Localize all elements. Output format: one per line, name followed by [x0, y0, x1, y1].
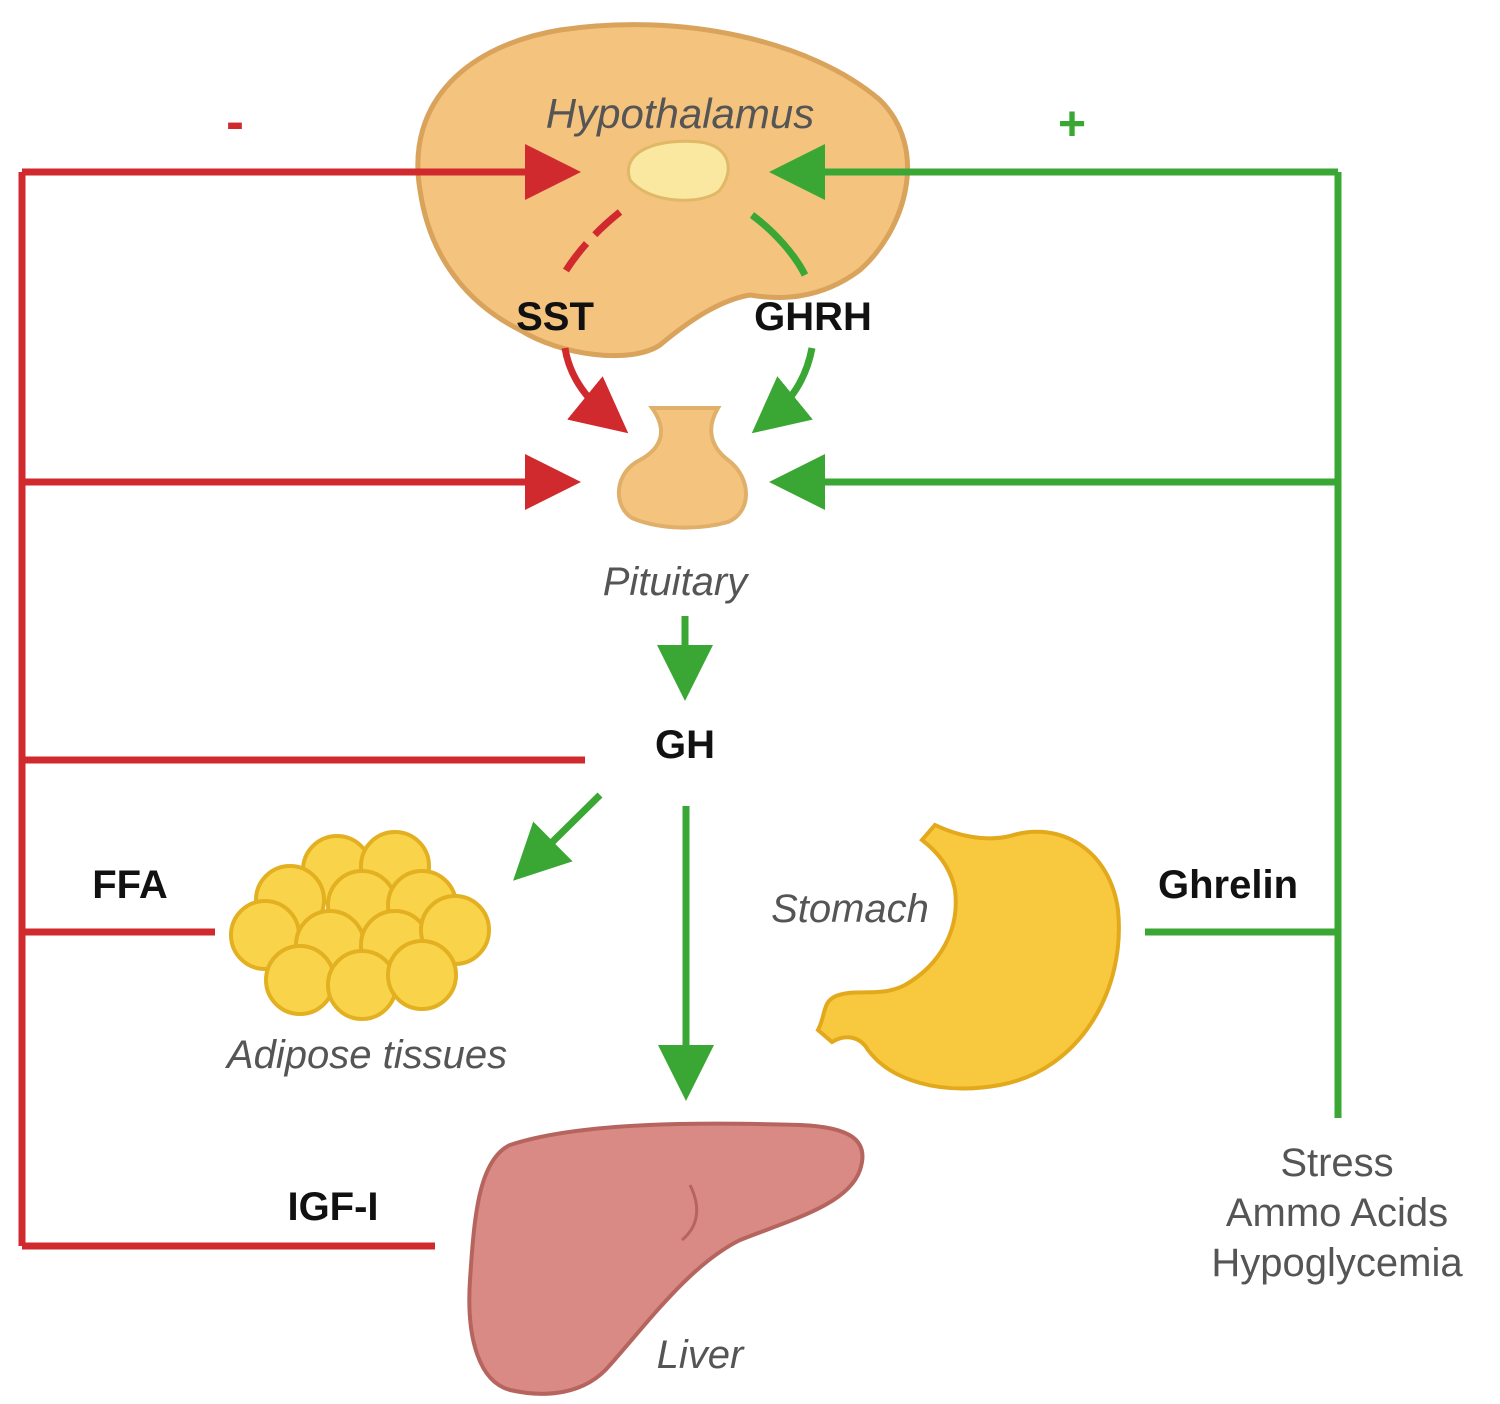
hypothalamus-nucleus-icon [626, 139, 730, 202]
inhibitory-pathways [18, 144, 629, 1250]
ffa-label: FFA [92, 863, 168, 907]
negative-sign: - [226, 92, 244, 152]
stimulus-amino-acids: Ammo Acids [1226, 1191, 1448, 1235]
pituitary-icon [616, 406, 748, 530]
sst-label: SST [516, 295, 594, 339]
pituitary-label: Pituitary [603, 560, 750, 604]
stomach-icon [815, 822, 1121, 1091]
gh-label: GH [655, 723, 715, 767]
liver-icon [467, 1121, 865, 1396]
igf-label: IGF-I [287, 1185, 378, 1229]
sst-to-pituitary-arrow [561, 347, 629, 434]
gh-to-adipose-arrow [513, 792, 603, 881]
adipose-tissue-icon [229, 830, 491, 1021]
positive-sign: + [1058, 98, 1086, 151]
stimulatory-pathways [513, 144, 1342, 1118]
stimulus-hypoglycemia: Hypoglycemia [1211, 1241, 1463, 1285]
ghrelin-label: Ghrelin [1158, 863, 1298, 907]
ghrh-inner-line [749, 212, 809, 277]
liver-label: Liver [657, 1333, 745, 1377]
hypothalamus-icon [415, 22, 911, 359]
ghrh-label: GHRH [754, 295, 872, 339]
ghrh-to-pituitary-arrow [751, 347, 816, 434]
hypothalamus-label: Hypothalamus [546, 90, 814, 137]
stomach-label: Stomach [771, 887, 929, 931]
sst-inner-dash [562, 209, 623, 274]
adipose-label: Adipose tissues [225, 1033, 507, 1077]
stimulus-stress: Stress [1280, 1141, 1393, 1185]
